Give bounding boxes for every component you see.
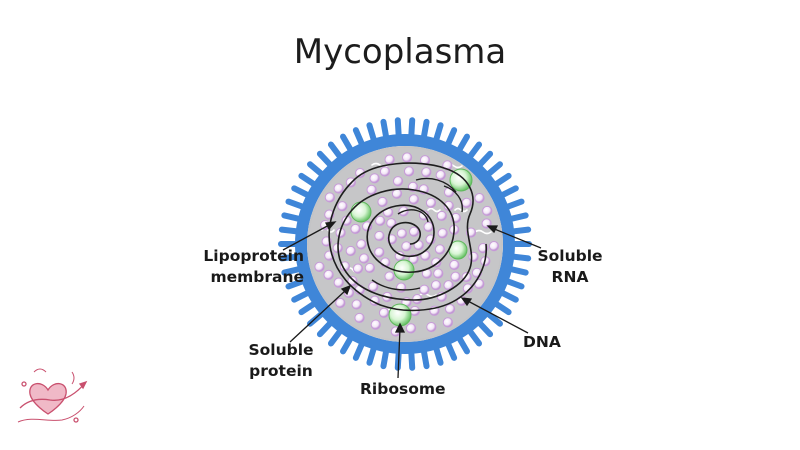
label-lipoprotein-line2: membrane bbox=[210, 268, 304, 286]
label-lipoprotein-membrane: Lipoprotein membrane bbox=[186, 246, 304, 288]
ribosome-dot bbox=[442, 317, 453, 328]
ribosome-dot bbox=[433, 268, 444, 279]
ribosome-granules bbox=[350, 168, 473, 327]
ribosome-dot bbox=[423, 221, 434, 233]
ribosome-dot bbox=[377, 196, 388, 208]
ribosome-dot bbox=[386, 218, 397, 229]
ribosome-dot bbox=[403, 166, 415, 177]
ribosome-dot bbox=[474, 193, 485, 204]
label-soluble-rna-line1: Soluble bbox=[537, 247, 603, 265]
ribosome-dot bbox=[350, 223, 361, 235]
ribosome-dot bbox=[391, 188, 403, 199]
ribosome-dot bbox=[333, 183, 344, 194]
ribosome-dot bbox=[392, 176, 404, 187]
ribosome-dot bbox=[402, 152, 413, 163]
ribosome-dot bbox=[426, 321, 437, 333]
ribosome-dot bbox=[396, 282, 407, 293]
label-lipoprotein-line1: Lipoprotein bbox=[203, 247, 304, 265]
ribosome-dot bbox=[366, 184, 377, 196]
ribosome-dot bbox=[384, 154, 395, 165]
ribosome-dot bbox=[356, 239, 367, 250]
ribosome-dot bbox=[370, 319, 381, 330]
ribosome-dot bbox=[443, 187, 455, 198]
label-soluble-protein-line2: protein bbox=[249, 362, 313, 380]
label-soluble-protein-line1: Soluble bbox=[248, 341, 314, 359]
ribosome-dot bbox=[369, 173, 380, 184]
ribosome-dot bbox=[351, 299, 362, 310]
ribosome-dot bbox=[396, 228, 408, 239]
ribosome-dot bbox=[401, 241, 412, 252]
ribosome-dot bbox=[421, 167, 432, 178]
dna-strand-loops bbox=[371, 177, 463, 291]
ribosome-dot bbox=[379, 166, 391, 177]
ribosome-dot bbox=[449, 259, 460, 271]
ribosome-dot bbox=[368, 281, 379, 292]
ribosome-dot bbox=[488, 240, 500, 252]
ribosome-dot bbox=[333, 277, 344, 288]
ribosome-dot bbox=[408, 194, 419, 205]
ribosome-dot bbox=[352, 263, 364, 274]
page-title: Mycoplasma bbox=[293, 32, 507, 72]
ribosome-dot bbox=[364, 262, 375, 274]
ribosome-dot bbox=[374, 247, 385, 258]
label-soluble-rna: Soluble RNA bbox=[530, 246, 610, 288]
ribosome-dot bbox=[335, 297, 346, 309]
ribosome-dot bbox=[359, 253, 370, 264]
ribosome-dot bbox=[345, 245, 356, 257]
ribosome-dot bbox=[450, 271, 461, 282]
ribosome-dot bbox=[354, 312, 365, 324]
ribosome-dot bbox=[375, 215, 386, 226]
label-soluble-protein: Soluble protein bbox=[236, 340, 326, 382]
ribosome-dot bbox=[323, 269, 334, 280]
label-soluble-rna-line2: RNA bbox=[551, 268, 589, 286]
ribosome-dot bbox=[434, 244, 446, 255]
ribosome-dot bbox=[374, 230, 385, 242]
ribosome-dot bbox=[419, 284, 430, 295]
ribosome-dot bbox=[444, 303, 456, 315]
ribosome-dot bbox=[405, 323, 417, 334]
ribosome-dot bbox=[437, 228, 448, 239]
ribosome-dot bbox=[436, 210, 447, 222]
ribosome-dot bbox=[337, 201, 348, 212]
ribosome-dot bbox=[347, 276, 358, 287]
ribosome-dot bbox=[384, 271, 395, 282]
ribosome-dot bbox=[425, 197, 437, 208]
label-ribosome: Ribosome bbox=[360, 380, 446, 398]
heart-arrow-logo-icon bbox=[17, 368, 88, 423]
lipoprotein-membrane bbox=[295, 134, 515, 354]
label-dna: DNA bbox=[523, 333, 561, 351]
ribosome-dot bbox=[324, 192, 335, 203]
ribosome-dot bbox=[419, 155, 431, 166]
ribosome-dot bbox=[468, 251, 479, 262]
label-pointers bbox=[282, 221, 542, 379]
ribosome-dot bbox=[461, 197, 472, 208]
ribosome-dot bbox=[431, 280, 442, 291]
ribosome-dot bbox=[462, 283, 473, 294]
ribosome-dot bbox=[443, 280, 454, 291]
ribosome-dot bbox=[314, 261, 325, 272]
ribosome-dot bbox=[408, 226, 420, 237]
ribosome-dot bbox=[378, 307, 390, 318]
ribosome-dot bbox=[482, 205, 493, 217]
ribosome-dot bbox=[435, 170, 446, 181]
